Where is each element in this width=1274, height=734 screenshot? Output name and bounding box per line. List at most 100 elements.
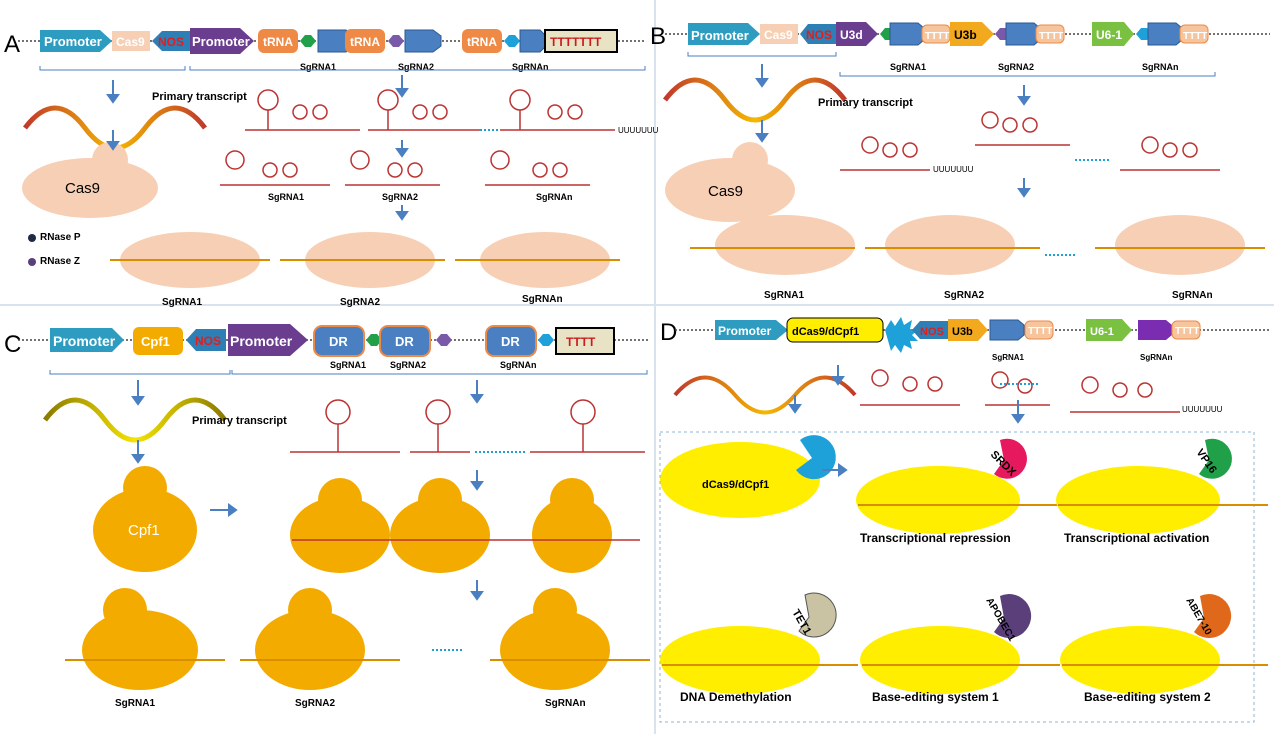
effector-fusion-star-d <box>885 317 918 353</box>
srdx-domain <box>994 438 1027 479</box>
primary-transcript-c: Primary transcript <box>192 415 287 427</box>
arrows-c <box>131 380 484 601</box>
u6-1-b-label: U6-1 <box>1096 28 1122 42</box>
rnase-p-icon <box>28 234 36 242</box>
processed-label-a-1: SgRNA1 <box>268 192 304 202</box>
complex-b-n <box>1115 215 1245 275</box>
trna2-a-label: tRNA <box>350 35 380 49</box>
sg-label-c-2: SgRNA2 <box>390 360 426 370</box>
complex-c-1-lobe <box>318 478 362 522</box>
promoter-b-label: Promoter <box>691 28 749 43</box>
complex-c-n <box>532 497 612 573</box>
complex-b-1 <box>715 215 855 275</box>
promoter-d-label: Promoter <box>718 324 772 338</box>
apobec1-label: Base-editing system 1 <box>872 690 999 704</box>
trna1-a <box>258 29 298 53</box>
complex-c-2 <box>390 497 490 573</box>
promoter-a-label: Promoter <box>44 34 102 49</box>
tttt3-b <box>1179 24 1209 44</box>
mrna-wave-b <box>663 77 847 123</box>
cleave-site-blue-a <box>504 35 520 47</box>
cleave-site-purple-a <box>388 35 404 47</box>
cas9-gene-a <box>112 31 150 51</box>
sgrnan-d <box>1138 320 1172 340</box>
legend-rnase-p: RNase P <box>40 232 81 243</box>
srdx-label: Transcriptional repression <box>860 531 1011 545</box>
final-complex-c-n-lobe <box>533 588 577 632</box>
polyu-d: UUUUUUU <box>1182 405 1223 414</box>
cas9-label-a: Cas9 <box>65 180 100 197</box>
sg-label-c-n: SgRNAn <box>500 360 537 370</box>
nos-c <box>186 329 226 351</box>
dr3-c <box>485 325 537 357</box>
arrows-b <box>755 64 1031 198</box>
final-complex-c-1-lobe <box>103 588 147 632</box>
bracket-a-1 <box>39 66 186 71</box>
processed-label-a-n: SgRNAn <box>536 192 573 202</box>
complex-label-a-1: SgRNA1 <box>162 297 202 308</box>
sgrna2-b <box>1005 22 1041 46</box>
complex-label-c-1: SgRNA1 <box>115 698 155 709</box>
panel-letter-a: A <box>4 31 20 58</box>
terminator-c <box>555 327 615 355</box>
tttt2-d-label: TTTT <box>1175 326 1199 337</box>
site-blue-c <box>538 334 554 346</box>
site-green-c <box>366 334 382 346</box>
panel-letter-b: B <box>650 23 666 50</box>
dr2-c-label: DR <box>395 334 414 349</box>
effector-tet1: TET1 DNA Demethylation <box>660 592 858 704</box>
effector-frame-d <box>659 431 1255 723</box>
rnase-z-icon <box>28 258 36 266</box>
panel-letter-c: C <box>4 331 21 358</box>
complex-label-b-n: SgRNAn <box>1172 290 1213 301</box>
complex-label-c-2: SgRNA2 <box>295 698 335 709</box>
complex-label-c-n: SgRNAn <box>545 698 586 709</box>
sg-label-a-2: SgRNA2 <box>398 62 434 72</box>
sgrnan-a <box>519 29 547 53</box>
sg-label-a-1: SgRNA1 <box>300 62 336 72</box>
panel-letter-d: D <box>660 319 677 346</box>
promoter2-c <box>228 324 308 356</box>
transcript-structures-c <box>290 399 645 453</box>
final-complex-c-1 <box>82 610 198 690</box>
promoter-a <box>40 30 112 52</box>
apobec1-domain <box>994 594 1032 639</box>
sg-label-c-1: SgRNA1 <box>330 360 366 370</box>
cas9-gene-b <box>760 24 798 44</box>
sg-label-d-n: SgRNAn <box>1140 353 1173 362</box>
sg-label-d-1: SgRNA1 <box>992 353 1025 362</box>
dr3-c-label: DR <box>501 334 520 349</box>
tttt3-b-label: TTTT <box>1183 31 1207 42</box>
trna3-a-label: tRNA <box>467 35 497 49</box>
nos-d <box>912 321 948 339</box>
cas9-gene-a-label: Cas9 <box>116 35 145 49</box>
panel-b: B Promoter Cas9 NOS U3d TTTT U3b TTTT U6… <box>650 22 1270 301</box>
trna1-a-label: tRNA <box>263 35 293 49</box>
arrows-d <box>788 365 1025 477</box>
dr2-c <box>379 325 431 357</box>
cas9-label-b: Cas9 <box>708 183 743 200</box>
promoter-c-label: Promoter <box>53 333 116 349</box>
cas9-protein-a <box>22 158 158 218</box>
arrows-a <box>106 75 409 221</box>
sgrna1-b <box>889 22 925 46</box>
sg-label-a-n: SgRNAn <box>512 62 549 72</box>
tttt2-d <box>1171 320 1201 340</box>
cpf1-protein-c <box>93 488 197 572</box>
cas9-protein-b <box>665 158 795 222</box>
tttt1-d-label: TTTT <box>1028 326 1052 337</box>
cpf1-gene-c-label: Cpf1 <box>141 334 170 349</box>
legend-rnase-z: RNase Z <box>40 256 80 267</box>
dcas-protein-d <box>660 442 820 518</box>
complex-c-n-lobe <box>550 478 594 522</box>
trna2-a <box>345 29 385 53</box>
promoter2-a <box>190 28 254 54</box>
nos-b <box>800 24 836 44</box>
terminator-c-label: TTTT <box>566 335 596 349</box>
complex-label-a-2: SgRNA2 <box>340 297 380 308</box>
primary-transcript-structures-a <box>245 89 615 131</box>
sgrnan-b <box>1147 22 1183 46</box>
mrna-wave-c <box>43 397 227 443</box>
